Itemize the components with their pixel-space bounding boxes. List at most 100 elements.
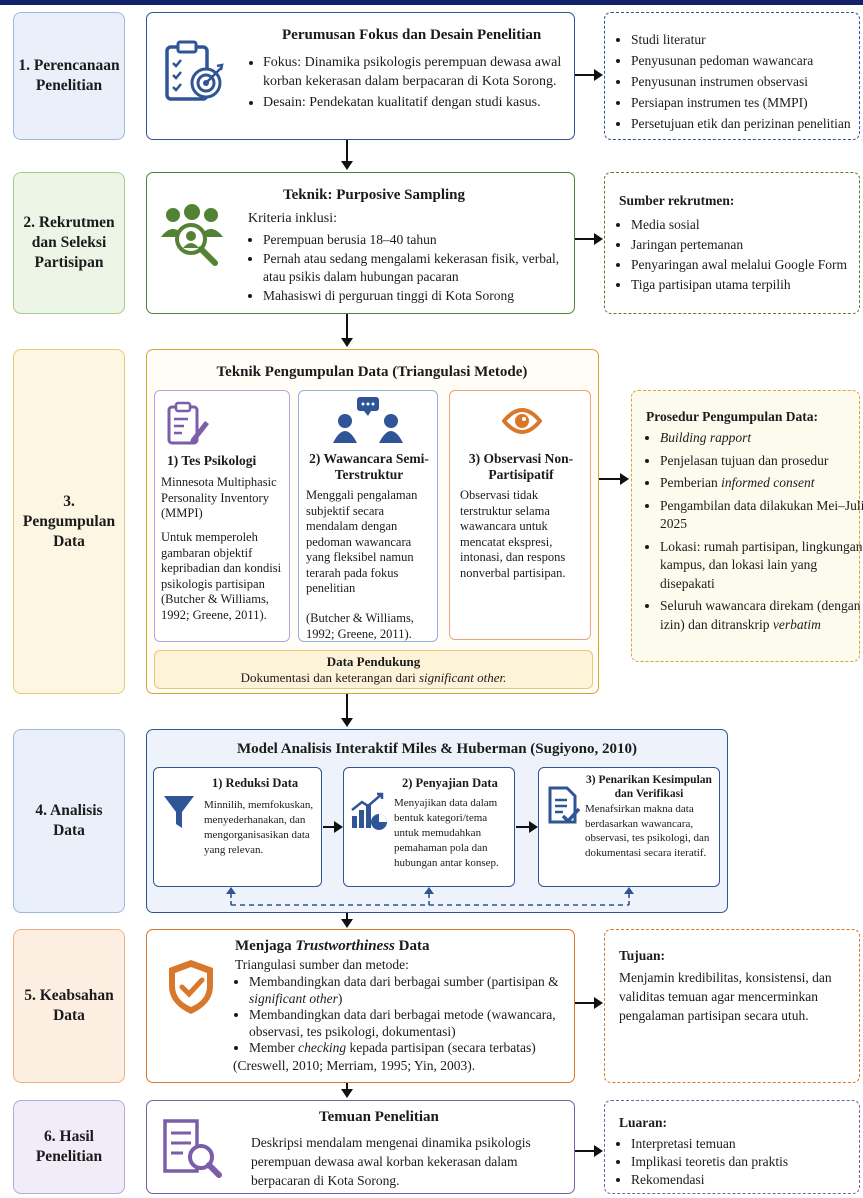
stage-6-text: 6. Hasil Penelitian [35, 1128, 103, 1165]
side-item: Persiapan instrumen tes (MMPI) [631, 92, 851, 113]
connector-1-2 [346, 140, 348, 162]
fokus-text: : Dinamika psikologis perempuan dewasa a… [263, 55, 562, 89]
analysis-reduction: 1) Reduksi Data Minnilih, memfokuskan, m… [153, 767, 322, 887]
side-item: Penyusunan instrumen observasi [631, 71, 851, 92]
triangulation-list: Membandingkan data dari berbagai sumber … [233, 974, 584, 1057]
connector-3-4 [346, 694, 348, 719]
criteria-label: Kriteria inklusi: [248, 211, 338, 226]
connector-3-4-head [341, 718, 353, 727]
stage-3-title: Teknik Pengumpulan Data (Triangulasi Met… [216, 364, 528, 380]
connector-4-5 [346, 913, 348, 920]
stage-6-side: Luaran: Interpretasi temuan Implikasi te… [604, 1100, 860, 1194]
chart-icon [351, 792, 387, 830]
analysis-arrow-1-head [334, 821, 343, 833]
side-text: Seluruh wawancara direkam (dengan izin) … [660, 598, 861, 632]
arrow-6-right [575, 1150, 595, 1152]
method-3-p1: Observasi tidak terstruktur selama wawan… [460, 488, 566, 580]
stage-4-title: Model Analisis Interaktif Miles & Huberm… [236, 741, 637, 757]
side-item: Jaringan pertemanan [631, 235, 847, 255]
stage-6-side-title: Luaran: [619, 1115, 668, 1130]
side-item: Seluruh wawancara direkam (dengan izin) … [660, 597, 863, 634]
shield-check-icon [169, 960, 213, 1014]
arrow-5-right-head [594, 997, 603, 1009]
side-text-italic: informed consent [721, 475, 815, 490]
people-search-icon [161, 204, 223, 266]
item-italic: significant other [249, 990, 338, 1006]
support-text-plain: Dokumentasi dan keterangan dari [240, 670, 419, 685]
stage-2-title: Teknik: Purposive Sampling [283, 187, 465, 203]
analysis-2-text: Menyajikan data dalam bentuk kategori/te… [394, 797, 499, 869]
stage-5-side-text: Menjamin kredibilitas, konsistensi, dan … [619, 970, 832, 1023]
stage-5-main: Menjaga Trustworthiness Data Triangulasi… [146, 929, 575, 1083]
side-item: Pengambilan data dilakukan Mei–Juli 2025 [660, 497, 863, 534]
stage-4-main: Model Analisis Interaktif Miles & Huberm… [146, 729, 728, 913]
stage-2-main: Teknik: Purposive Sampling Kriteria inkl… [146, 172, 575, 314]
method-2-p1: Menggali pengalaman subjektif secara men… [306, 488, 418, 595]
item-text: kepada partisipan (secara terbatas) [346, 1040, 536, 1055]
side-item: Studi literatur [631, 29, 851, 50]
stage-1-side: Studi literatur Penyusunan pedoman wawan… [604, 12, 860, 140]
side-item: Building rapport [660, 429, 863, 448]
method-1-title: 1) Tes Psikologi [167, 453, 257, 468]
fokus-label: Fokus [263, 55, 298, 70]
support-title: Data Pendukung [326, 654, 421, 669]
stage-5-title: Menjaga Trustworthiness Data [235, 938, 429, 955]
arrow-1-right [575, 74, 595, 76]
stage-1-list: Fokus: Dinamika psikologis perempuan dew… [247, 53, 578, 112]
side-item: Penjelasan tujuan dan prosedur [660, 452, 863, 471]
connector-2-3 [346, 314, 348, 339]
analysis-2-title: 2) Penyajian Data [402, 776, 498, 790]
stage-5-side-title: Tujuan: [619, 948, 666, 963]
stage-6-text: Deskripsi mendalam mengenai dinamika psi… [251, 1135, 531, 1188]
funnel-icon [164, 796, 194, 828]
stage-5-side: Tujuan: Menjamin kredibilitas, konsisten… [604, 929, 860, 1083]
connector-5-6-head [341, 1089, 353, 1098]
stage-2-text: 2. Rekrutmen dan Seleksi Partisipan [23, 214, 115, 271]
method-interview: 2) Wawancara Semi-Terstruktur Menggali p… [298, 390, 438, 642]
stage-5-text: 5. Keabsahan Data [24, 987, 114, 1024]
arrow-1-right-head [594, 69, 603, 81]
stage-5-citation: (Creswell, 2010; Merriam, 1995; Yin, 200… [233, 1058, 476, 1073]
supporting-data: Data Pendukung Dokumentasi dan keteranga… [154, 650, 593, 689]
arrow-2-right [575, 238, 595, 240]
criteria-item: Perempuan berusia 18–40 tahun [263, 231, 581, 250]
desain-item: Desain: Pendekatan kualitatif dengan stu… [263, 93, 578, 112]
fokus-item: Fokus: Dinamika psikologis perempuan dew… [263, 53, 578, 91]
criteria-item: Pernah atau sedang mengalami kekerasan f… [263, 250, 581, 287]
criteria-item: Mahasiswi di perguruan tinggi di Kota So… [263, 287, 581, 306]
stage-3-main: Teknik Pengumpulan Data (Triangulasi Met… [146, 349, 599, 694]
analysis-arrow-2-head [529, 821, 538, 833]
side-item: Tiga partisipan utama terpilih [631, 275, 847, 295]
item-italic: checking [298, 1040, 347, 1055]
analysis-conclusion: 3) Penarikan Kesimpulan dan Verifikasi M… [538, 767, 720, 887]
stage-3-side-list: Building rapport Penjelasan tujuan dan p… [644, 429, 863, 634]
method-observation: 3) Observasi Non-Partisipatif Observasi … [449, 390, 591, 640]
triangulation-item: Membandingkan data dari berbagai sumber … [249, 974, 584, 1007]
stage-6-title: Temuan Penelitian [319, 1109, 439, 1125]
analysis-arrow-1 [323, 826, 335, 828]
title-part: Data [394, 938, 430, 954]
stage-2-label: 2. Rekrutmen dan Seleksi Partisipan [13, 172, 125, 314]
connector-1-2-head [341, 161, 353, 170]
arrow-3-right [599, 478, 621, 480]
triangulation-item: Membandingkan data dari berbagai metode … [249, 1007, 584, 1040]
stage-2-side-list: Media sosial Jaringan pertemanan Penyari… [615, 215, 847, 295]
stage-1-side-list: Studi literatur Penyusunan pedoman wawan… [615, 29, 851, 134]
stage-6-label: 6. Hasil Penelitian [13, 1100, 125, 1194]
top-bar [0, 0, 863, 5]
connector-2-3-head [341, 338, 353, 347]
analysis-display: 2) Penyajian Data Menyajikan data dalam … [343, 767, 515, 887]
stage-4-label: 4. Analisis Data [13, 729, 125, 913]
method-2-title: 2) Wawancara Semi-Terstruktur [309, 451, 429, 482]
stage-4-text: 4. Analisis Data [35, 802, 103, 839]
support-text: Dokumentasi dan keterangan dari signific… [155, 670, 592, 686]
clipboard-pen-icon [167, 401, 209, 445]
side-item: Media sosial [631, 215, 847, 235]
side-item: Penyusunan pedoman wawancara [631, 50, 851, 71]
stage-6-side-list: Interpretasi temuan Implikasi teoretis d… [615, 1135, 788, 1189]
method-2-p2: (Butcher & Williams, 1992; Greene, 2011)… [306, 611, 414, 641]
method-1-p2: Untuk memperoleh gambaran objektif kepri… [161, 530, 282, 622]
arrow-5-right [575, 1002, 595, 1004]
title-part: Menjaga [235, 938, 296, 954]
stage-5-label: 5. Keabsahan Data [13, 929, 125, 1083]
